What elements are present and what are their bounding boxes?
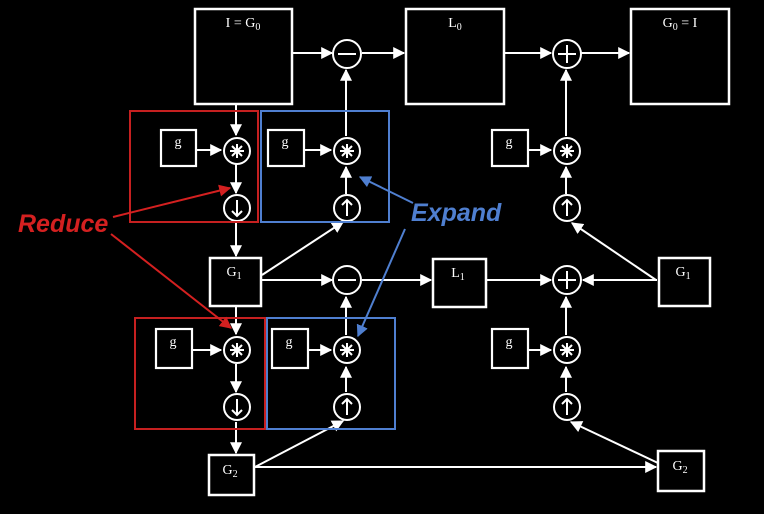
svg-text:g: g [506,335,513,350]
svg-text:G2: G2 [222,463,237,480]
expand-frame-bottom [266,317,396,430]
expand-arrow-top [358,176,414,204]
svg-text:g: g [170,335,177,350]
kernel-box-bottom-left: g [154,327,194,370]
kernel-box-top-left: g [159,128,198,168]
upsample-icon [333,393,361,421]
upsample-icon [333,194,361,222]
upsample-icon [553,194,581,222]
kernel-box-bottom-right: g [490,327,530,370]
node-g1-right: G1 [657,256,712,308]
subtract-icon [332,39,362,69]
add-icon [552,39,582,69]
expand-arrow-bottom [356,228,406,338]
svg-text:g: g [282,135,289,150]
node-g2-right: G2 [656,449,706,493]
kernel-box-top-right: g [490,128,530,168]
svg-text:G1: G1 [226,265,241,282]
kernel-box-top-mid: g [266,128,306,168]
svg-text:G0 = I: G0 = I [663,16,698,33]
downsample-icon [223,194,251,222]
svg-text:I = G0: I = G0 [226,16,261,33]
node-g2-left: G2 [207,453,256,497]
subtract-icon [332,265,362,295]
node-g1-left: G1 [208,256,263,308]
convolve-icon [333,336,361,364]
kernel-box-bottom-mid: g [270,327,310,370]
svg-text:L1: L1 [451,266,465,283]
svg-text:G2: G2 [672,459,687,476]
convolve-icon [333,137,361,165]
convolve-icon [553,336,581,364]
node-l1: L1 [431,257,488,309]
node-g0-i: G0 = I [629,7,731,106]
downsample-icon [223,393,251,421]
convolve-icon [553,137,581,165]
node-l0: L0 [404,7,506,106]
svg-text:g: g [286,335,293,350]
node-i-g0: I = G0 [193,7,294,106]
svg-text:g: g [175,135,182,150]
svg-text:g: g [506,135,513,150]
reduce-frame-bottom [134,317,266,430]
reduce-frame-top [129,110,259,223]
add-icon [552,265,582,295]
expand-label: Expand [411,199,502,227]
convolve-icon [223,336,251,364]
reduce-label: Reduce [18,210,108,238]
svg-text:G1: G1 [675,265,690,282]
reduce-arrow-bottom [110,233,232,329]
expand-frame-top [260,110,390,223]
reduce-arrow-top [112,184,232,218]
convolve-icon [223,137,251,165]
upsample-icon [553,393,581,421]
svg-text:L0: L0 [448,16,462,33]
